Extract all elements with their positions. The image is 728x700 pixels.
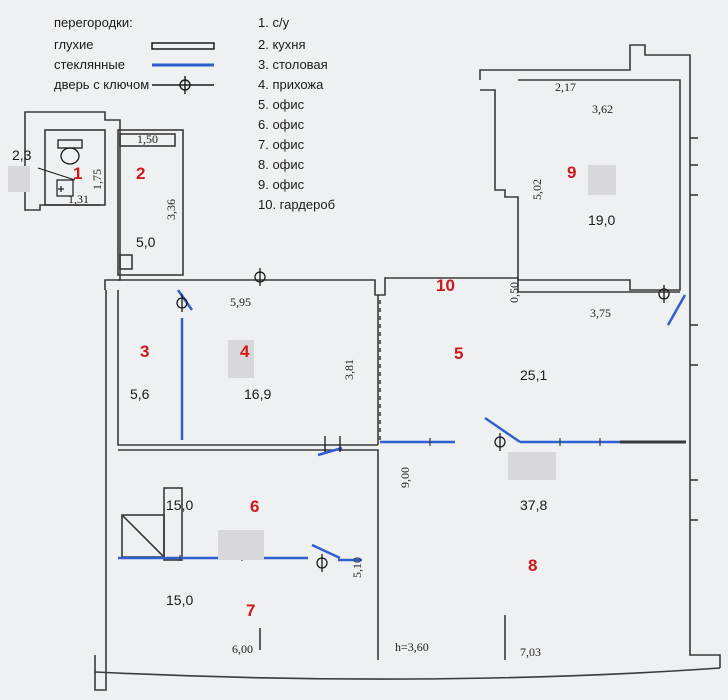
blank-patch xyxy=(588,165,616,195)
legend-glass-label: стеклянные xyxy=(54,57,125,72)
outer-wall-top-right xyxy=(479,44,691,275)
area-room-3: 5,6 xyxy=(130,386,150,402)
rooms-list-item: 4. прихожа xyxy=(258,77,324,92)
area-room-9: 19,0 xyxy=(588,212,616,228)
room-number-6: 6 xyxy=(250,497,260,516)
rooms-list-item: 7. офис xyxy=(258,137,305,152)
dim-3-81: 3,81 xyxy=(342,359,356,380)
room-3-4-wall xyxy=(117,290,378,446)
dim-1-75: 1,75 xyxy=(90,169,104,190)
room-number-9: 9 xyxy=(567,163,577,182)
legend-solid-symbol xyxy=(151,42,215,50)
blank-patch xyxy=(508,452,556,480)
blank-patch xyxy=(8,166,30,192)
legend-door-symbol xyxy=(152,76,214,94)
area-room-6: 15,0 xyxy=(166,497,194,513)
corridor-wall xyxy=(118,277,680,296)
ceiling-height: h=3,60 xyxy=(395,640,429,654)
glass-partitions xyxy=(118,289,687,562)
rooms-list-item: 8. офис xyxy=(258,157,305,172)
rooms-list-item: 1. с/у xyxy=(258,15,290,30)
kitchen-block xyxy=(117,129,184,276)
room-number-7: 7 xyxy=(246,601,256,620)
outer-wall-bottom xyxy=(94,667,721,680)
dim-5-02: 5,02 xyxy=(530,179,544,200)
dim-1-50: 1,50 xyxy=(137,132,158,146)
area-room-4: 16,9 xyxy=(244,386,272,402)
room-6-7-wall xyxy=(118,449,379,660)
dim-3-62: 3,62 xyxy=(592,102,613,116)
area-room-5: 25,1 xyxy=(520,367,548,383)
wc-block xyxy=(44,129,106,206)
rooms-list-item: 5. офис xyxy=(258,97,305,112)
dim-1-31: 1,31 xyxy=(68,192,89,206)
room-number-5: 5 xyxy=(454,344,464,363)
dim-0-50: 0,50 xyxy=(507,282,521,303)
dim-6-00: 6,00 xyxy=(232,642,253,656)
area-room-7: 15,0 xyxy=(166,592,194,608)
dim-9-00: 9,00 xyxy=(398,467,412,488)
area-room-8: 37,8 xyxy=(520,497,548,513)
legend-title: перегородки: xyxy=(54,15,133,30)
rooms-list-item: 6. офис xyxy=(258,117,305,132)
dim-7-03: 7,03 xyxy=(520,645,541,659)
dim-3-75: 3,75 xyxy=(590,306,611,320)
room-number-2: 2 xyxy=(136,164,146,183)
room-number-4: 4 xyxy=(240,342,250,361)
blank-patch xyxy=(228,340,254,378)
room-number-8: 8 xyxy=(528,556,538,575)
dim-2-17: 2,17 xyxy=(555,80,576,94)
room-number-1: 1 xyxy=(73,164,83,183)
outer-wall-right xyxy=(689,275,721,668)
office-9-wall xyxy=(480,79,681,291)
toilet-icon xyxy=(57,139,83,165)
room-number-3: 3 xyxy=(140,342,150,361)
dim-5-10: 5,10 xyxy=(350,557,364,578)
rooms-list-item: 9. офис xyxy=(258,177,305,192)
rooms-list-item: 10. гардероб xyxy=(258,197,336,212)
outer-wall-left xyxy=(94,290,107,691)
sink-icon xyxy=(56,179,74,197)
room-number-10: 10 xyxy=(436,276,455,295)
legend-solid-label: глухие xyxy=(54,37,94,52)
rooms-list-item: 3. столовая xyxy=(258,57,328,72)
dim-5-95: 5,95 xyxy=(230,295,251,309)
door-key-symbols xyxy=(176,268,670,572)
legend-door-label: дверь с ключом xyxy=(54,77,150,92)
area-room-1: 2,3 xyxy=(12,147,32,163)
rooms-list-item: 2. кухня xyxy=(258,37,306,52)
area-room-2: 5,0 xyxy=(136,234,156,250)
outer-wall-top-left xyxy=(24,111,121,290)
blank-patch xyxy=(218,530,264,560)
dim-3-36: 3,36 xyxy=(164,199,178,220)
